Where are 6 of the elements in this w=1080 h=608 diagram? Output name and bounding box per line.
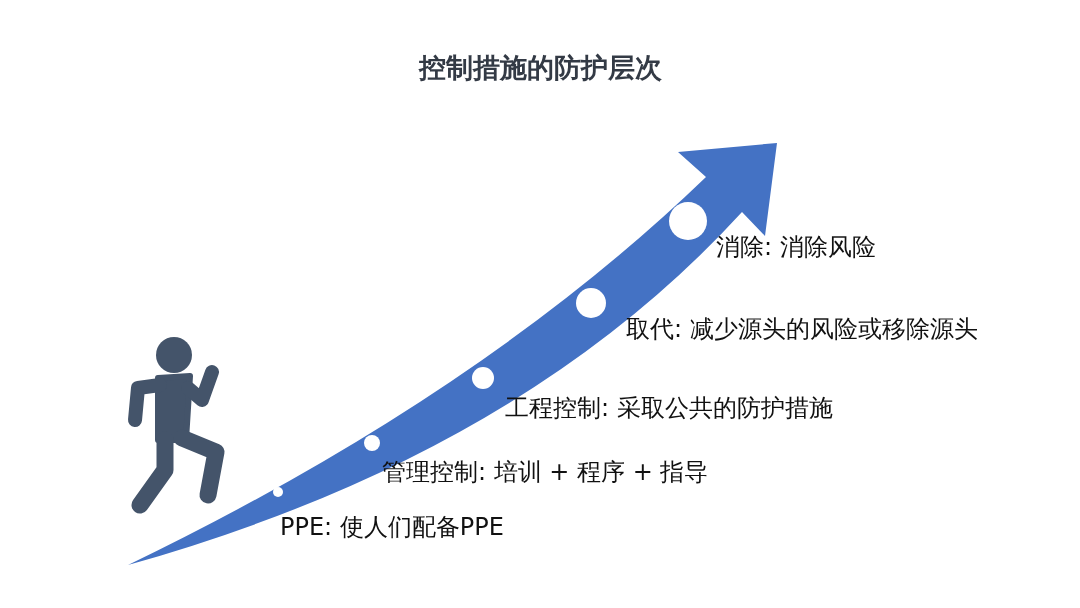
title: 控制措施的防护层次 (418, 52, 662, 83)
level-label: 工程控制: 采取公共的防护措施 (505, 393, 833, 423)
level-label: PPE: 使人们配备PPE (280, 512, 504, 542)
level-label: 消除: 消除风险 (716, 232, 876, 262)
level-label: 管理控制: 培训 + 程序 + 指导 (382, 457, 709, 487)
level-label: 取代: 减少源头的风险或移除源头 (626, 314, 978, 344)
